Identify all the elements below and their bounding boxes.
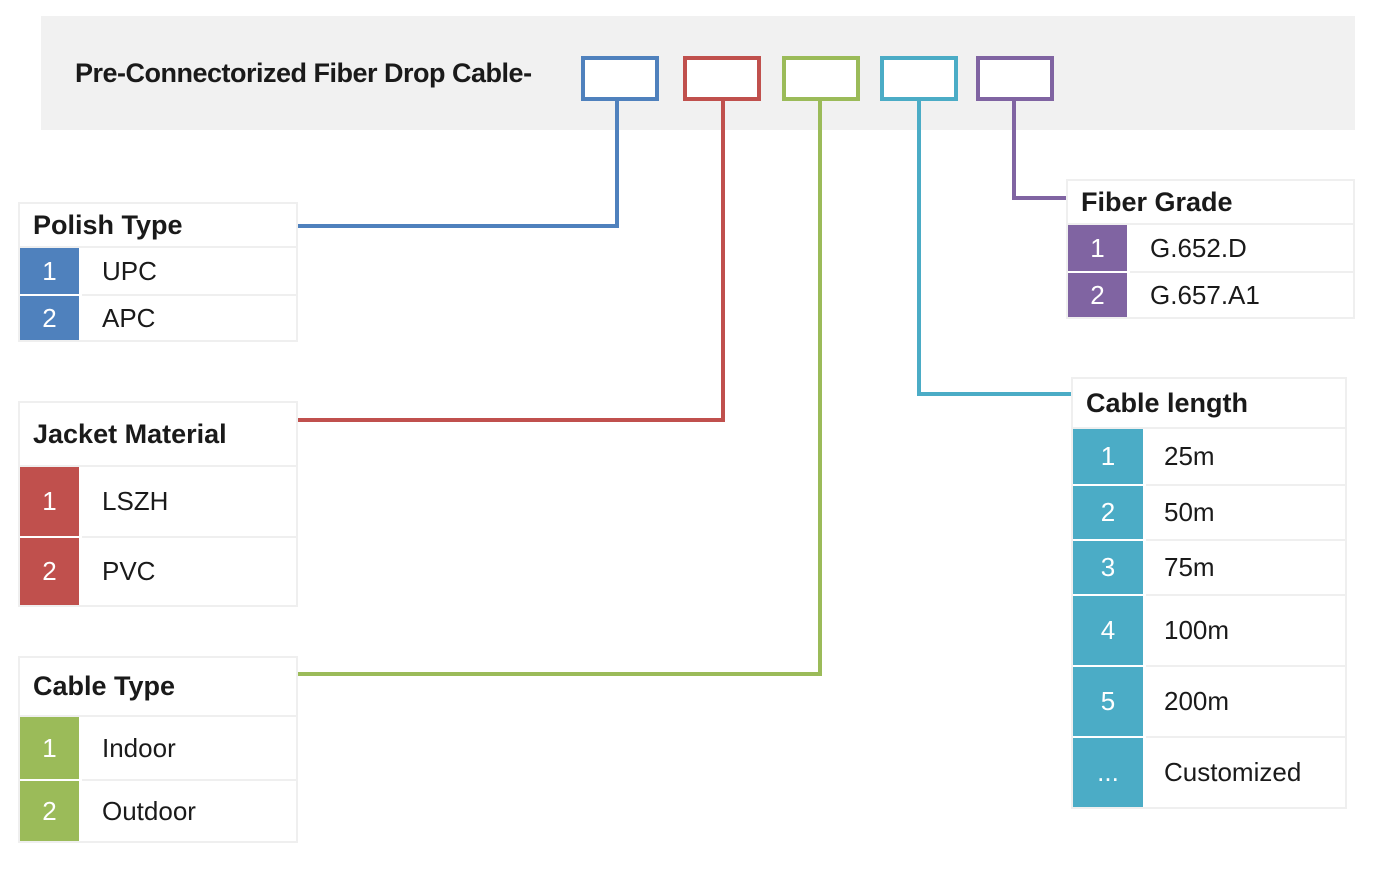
table-row: 2 50m — [1073, 484, 1345, 539]
connector-cable-length-horizontal — [917, 392, 1071, 396]
table-fiber-grade: Fiber Grade 1 G.652.D 2 G.657.A1 — [1066, 179, 1355, 319]
table-row: 1 25m — [1073, 429, 1345, 484]
label-cell: LSZH — [102, 486, 169, 516]
code-box-fiber-grade — [976, 56, 1054, 101]
code-cell: 1 — [20, 467, 82, 536]
connector-jacket-material-horizontal — [297, 418, 725, 422]
label-cell: PVC — [82, 536, 296, 605]
table-row: 4 100m — [1073, 594, 1345, 665]
table-row: 3 75m — [1073, 539, 1345, 594]
table-jacket-material: Jacket Material 1 LSZH 2 PVC — [18, 401, 298, 607]
table-title: Polish Type — [20, 204, 296, 248]
code-cell: 1 — [20, 248, 82, 294]
code-cell: 1 — [20, 717, 82, 779]
code-cell: 5 — [1073, 665, 1146, 736]
label-cell: 25m — [1164, 441, 1215, 471]
label-cell: 50m — [1146, 484, 1345, 539]
connector-cable-type-horizontal — [295, 672, 822, 676]
code-cell: 2 — [20, 536, 82, 605]
label-cell: G.652.D — [1150, 232, 1247, 263]
connector-fiber-grade-horizontal — [1012, 196, 1066, 200]
connector-cable-length-vertical — [917, 101, 921, 396]
table-title: Cable Type — [20, 658, 296, 717]
code-cell: 2 — [20, 294, 82, 340]
label-cell: 75m — [1146, 539, 1345, 594]
page-title: Pre-Connectorized Fiber Drop Cable- — [75, 57, 532, 88]
label-cell: 100m — [1146, 594, 1345, 665]
connector-fiber-grade-vertical — [1012, 101, 1016, 200]
label-cell: APC — [82, 294, 296, 340]
table-row: 1 Indoor — [20, 717, 296, 779]
table-row: 2 Outdoor — [20, 779, 296, 841]
code-cell: 2 — [20, 779, 82, 841]
table-row: 2 APC — [20, 294, 296, 340]
code-box-cable-type — [782, 56, 860, 101]
label-cell: UPC — [102, 255, 157, 286]
table-row: 1 LSZH — [20, 467, 296, 536]
label-cell: 200m — [1146, 665, 1345, 736]
label-cell: Outdoor — [82, 779, 296, 841]
label-cell: Customized — [1146, 736, 1345, 807]
table-polish-type: Polish Type 1 UPC 2 APC — [18, 202, 298, 342]
table-title: Jacket Material — [20, 403, 296, 467]
code-cell: 1 — [1073, 429, 1146, 484]
code-cell: 4 — [1073, 594, 1146, 665]
table-row: 2 G.657.A1 — [1068, 271, 1353, 317]
table-row: 1 UPC — [20, 248, 296, 294]
code-cell: 1 — [1068, 225, 1130, 271]
code-cell: 3 — [1073, 539, 1146, 594]
connector-polish-type-horizontal — [297, 224, 619, 228]
table-row: 2 PVC — [20, 536, 296, 605]
code-box-cable-length — [880, 56, 958, 101]
label-cell: G.657.A1 — [1130, 271, 1353, 317]
code-box-polish-type — [581, 56, 659, 101]
table-row: 1 G.652.D — [1068, 225, 1353, 271]
label-cell: Indoor — [102, 732, 176, 763]
connector-polish-type-vertical — [615, 101, 619, 228]
table-cable-length: Cable length 1 25m 2 50m 3 75m 4 100m 5 … — [1071, 377, 1347, 809]
table-row: 5 200m — [1073, 665, 1345, 736]
connector-cable-type-vertical — [818, 101, 822, 676]
code-cell: 2 — [1068, 271, 1130, 317]
code-cell: ... — [1073, 736, 1146, 807]
code-cell: 2 — [1073, 484, 1146, 539]
table-title: Fiber Grade — [1068, 181, 1353, 225]
table-cable-type: Cable Type 1 Indoor 2 Outdoor — [18, 656, 298, 843]
code-box-jacket-material — [683, 56, 761, 101]
connector-jacket-material-vertical — [721, 101, 725, 422]
table-title: Cable length — [1073, 379, 1345, 429]
table-row: ... Customized — [1073, 736, 1345, 807]
